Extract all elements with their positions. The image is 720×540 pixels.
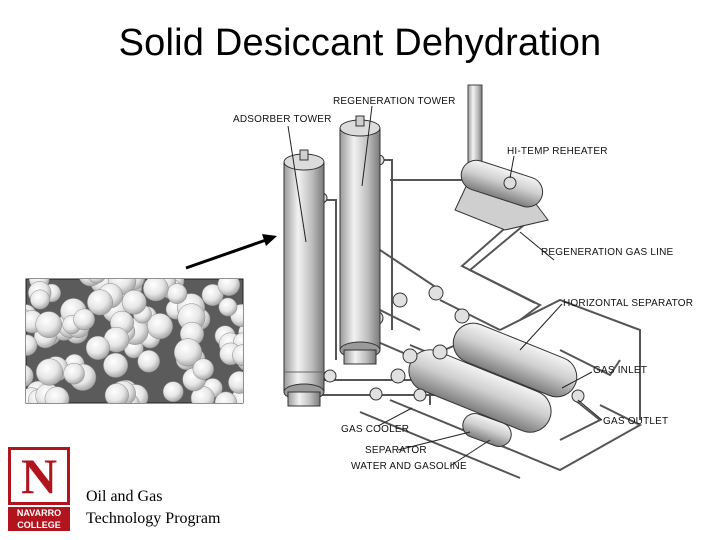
- label-hi-temp-reheater: HI-TEMP REHEATER: [507, 146, 608, 157]
- navarro-college-logo: N NAVARRO COLLEGE: [8, 447, 70, 531]
- label-regeneration-tower: REGENERATION TOWER: [333, 96, 456, 107]
- desiccant-bead: [87, 289, 113, 316]
- desiccant-bead: [26, 334, 38, 356]
- desiccant-bead: [232, 344, 243, 367]
- desiccant-bead: [173, 338, 203, 367]
- desiccant-bead: [214, 391, 237, 403]
- desiccant-bead: [104, 383, 129, 403]
- leader-lines: [287, 105, 603, 467]
- desiccant-bead: [88, 279, 105, 284]
- desiccant-bead: [103, 352, 129, 378]
- label-horizontal-separator: HORIZONTAL SEPARATOR: [563, 298, 694, 309]
- desiccant-bead: [30, 289, 50, 310]
- label-separator: SEPARATOR: [365, 445, 427, 456]
- footer-line-2: Technology Program: [86, 510, 221, 527]
- label-gas-outlet: GAS OUTLET: [603, 416, 669, 427]
- small-separator: [462, 413, 512, 447]
- hi-temp-reheater: [454, 159, 549, 231]
- desiccant-bead: [121, 289, 147, 315]
- label-regeneration-gas-line: REGENERATION GAS LINE: [541, 247, 674, 258]
- label-gas-cooler: GAS COOLER: [341, 424, 410, 435]
- desiccant-bead: [201, 284, 224, 306]
- label-adsorber-tower: ADSORBER TOWER: [233, 114, 332, 125]
- desiccant-beads-inset: [25, 278, 244, 404]
- pointer-arrow: [185, 234, 277, 270]
- desiccant-bead: [44, 386, 70, 403]
- regeneration-tower: [339, 115, 381, 365]
- desiccant-bead: [35, 358, 64, 386]
- desiccant-bead: [63, 362, 85, 385]
- desiccant-bead: [26, 365, 34, 387]
- logo-letter: N: [20, 448, 58, 504]
- desiccant-bead: [162, 381, 184, 403]
- label-water-and-gasoline: WATER AND GASOLINE: [351, 461, 467, 472]
- adsorber-tower: [283, 149, 325, 407]
- desiccant-bead: [217, 279, 241, 296]
- desiccant-bead: [137, 350, 160, 373]
- desiccant-bead: [143, 279, 169, 302]
- logo-letter-box: N: [8, 447, 70, 505]
- desiccant-bead: [192, 358, 214, 380]
- desiccant-bead: [85, 335, 110, 360]
- label-gas-inlet: GAS INLET: [593, 365, 648, 376]
- horizontal-separator: [452, 322, 578, 398]
- footer-line-1: Oil and Gas: [86, 488, 163, 505]
- page-title: Solid Desiccant Dehydration: [118, 22, 602, 64]
- desiccant-bead: [218, 297, 238, 317]
- desiccant-bead: [166, 283, 188, 304]
- desiccant-bead: [228, 371, 243, 394]
- desiccant-bead: [35, 311, 63, 338]
- desiccant-bead: [73, 308, 95, 331]
- logo-line-1: NAVARRO: [8, 507, 70, 519]
- logo-line-2: COLLEGE: [8, 519, 70, 531]
